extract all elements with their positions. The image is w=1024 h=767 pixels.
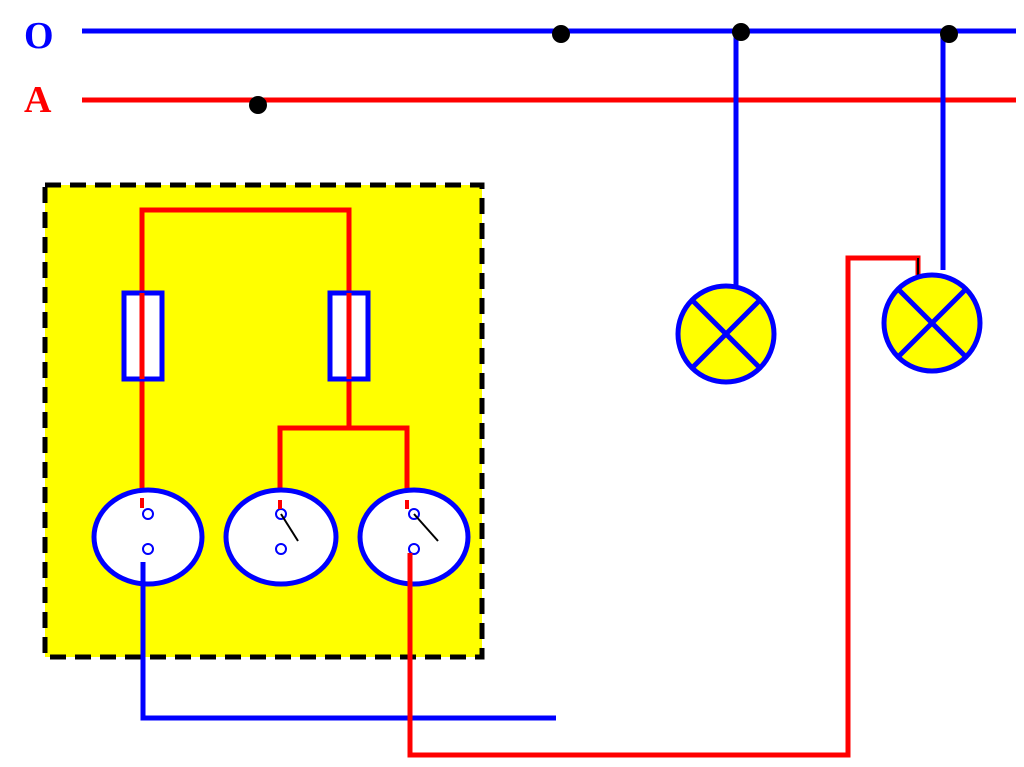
junction-dot-neutral-1	[552, 25, 570, 43]
junction-dot-neutral-2	[732, 23, 750, 41]
socket-outlet-bottom-terminal	[142, 543, 154, 555]
switch-1-bottom-terminal	[275, 543, 287, 555]
lamp-1-icon	[675, 283, 777, 385]
junction-dot-phase	[249, 96, 267, 114]
switch-2-red-wire	[407, 255, 921, 758]
lamp-2-icon	[881, 272, 983, 374]
phase-line-label: A	[24, 79, 52, 121]
socket-input-wires	[140, 498, 409, 509]
socket-switch-2	[357, 487, 471, 587]
socket-outlet-blue-wire	[140, 562, 556, 721]
socket-outlet	[91, 487, 205, 587]
switch-1-lever	[280, 513, 299, 542]
socket-switch-1	[223, 487, 339, 587]
neutral-line-label: O	[24, 15, 54, 57]
junction-dot-neutral-3	[940, 25, 958, 43]
socket-outlet-top-terminal	[142, 508, 154, 520]
switch-2-lever	[413, 513, 439, 542]
switch-2-bottom-terminal	[408, 543, 420, 555]
switch-2-top-terminal	[408, 508, 420, 520]
